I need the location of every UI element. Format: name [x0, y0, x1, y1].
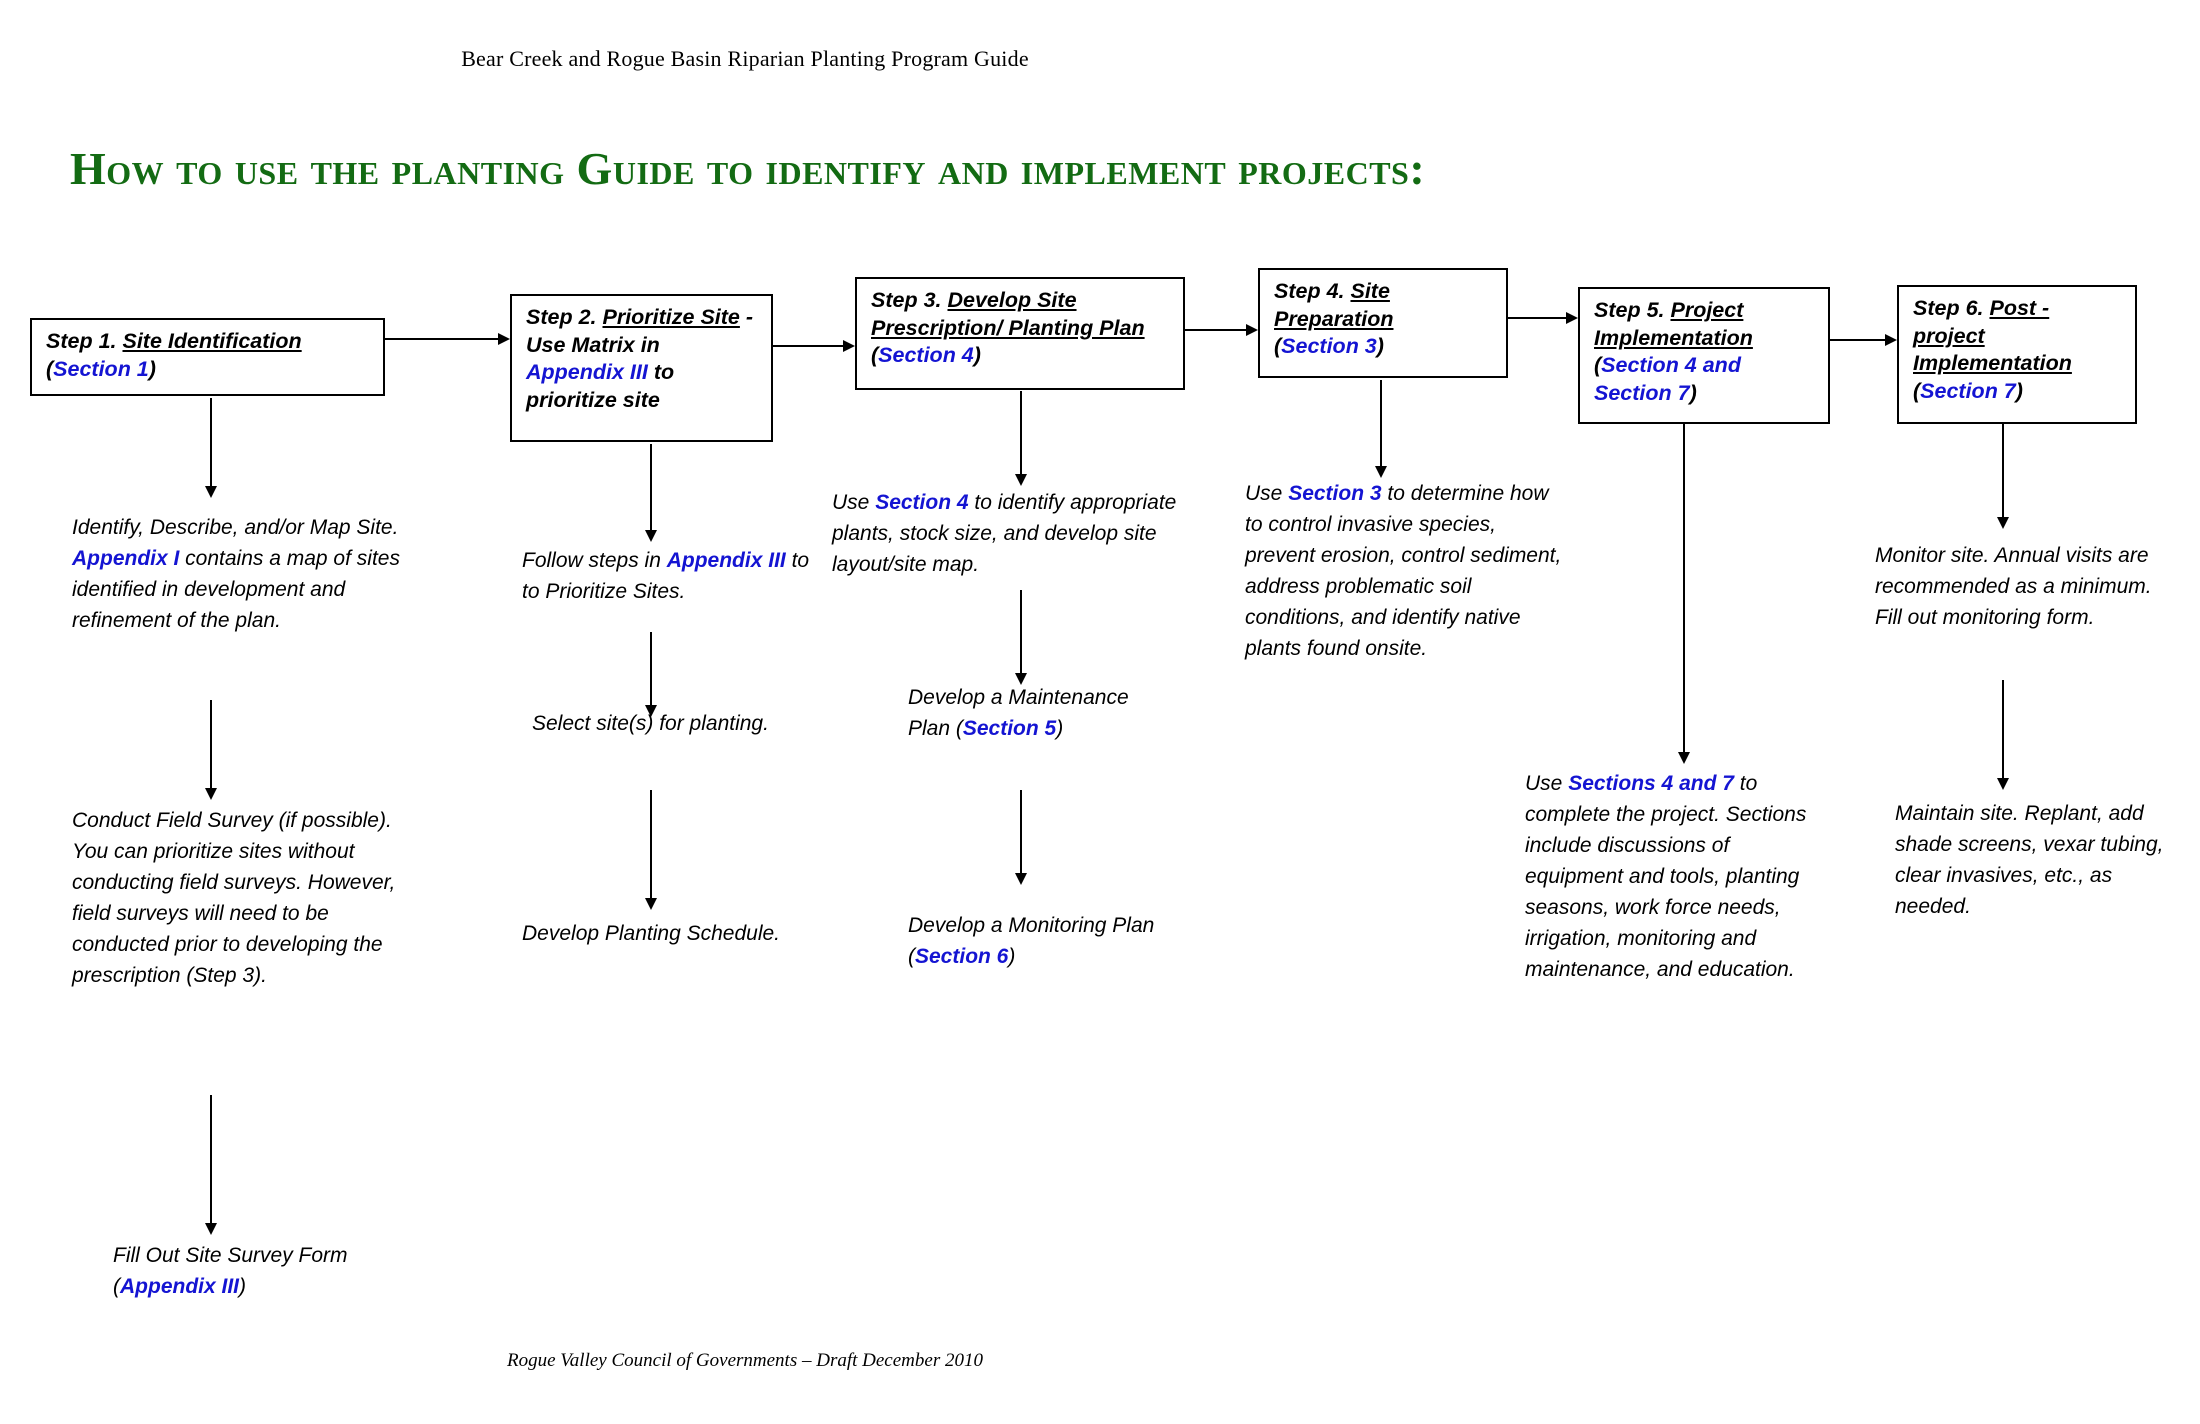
step-2-heading: Prioritize Site — [602, 305, 740, 329]
note-c4use-post: to determine how to control invasive spe… — [1245, 482, 1562, 661]
step-1-paren-close: ) — [148, 356, 156, 381]
step-5-paren-close: ) — [1689, 380, 1697, 405]
note-identify-post: contains a map of sites identified in de… — [72, 547, 400, 633]
step-2-tail-a: - Use Matrix in — [526, 305, 754, 357]
step-5-label: Step 5. — [1594, 298, 1665, 322]
step-4-heading: Site Preparation — [1274, 279, 1394, 331]
note-monit-ref[interactable]: Section 6 — [915, 945, 1009, 969]
step-4-paren-open: ( — [1274, 334, 1282, 359]
step-2-label: Step 2. — [526, 305, 597, 329]
note-conduct-field-survey: Conduct Field Survey (if possible). You … — [72, 809, 396, 988]
note-identify-pre: Identify, Describe, and/or Map Site. — [72, 516, 399, 539]
note-select-sites: Select site(s) for planting. — [532, 712, 769, 735]
note-c5use-post: to complete the project. Sections includ… — [1525, 772, 1807, 982]
note-c5use-pre: Use — [1525, 772, 1569, 795]
note-develop-maintenance-plan: Develop a Maintenance Plan (Section 5) — [908, 682, 1158, 744]
note-use-section4: Use Section 4 to identify appropriate pl… — [832, 487, 1232, 580]
step-4-paren-close: ) — [1376, 334, 1384, 359]
note-form-post: ) — [239, 1275, 247, 1299]
step-3-label: Step 3. — [871, 288, 942, 312]
note-c3use-ref[interactable]: Section 4 — [875, 491, 969, 514]
step-3-paren-open: ( — [871, 343, 879, 368]
step-box-1[interactable]: Step 1. Site Identification (Section 1) — [30, 318, 385, 396]
step-4-label: Step 4. — [1274, 279, 1345, 303]
note-c5use-ref[interactable]: Sections 4 and 7 — [1568, 772, 1734, 795]
step-3-paren-close: ) — [973, 343, 981, 368]
document-footer: Rogue Valley Council of Governments – Dr… — [507, 1350, 983, 1371]
step-3-heading: Develop Site Prescription/ Planting Plan — [871, 288, 1145, 340]
step-1-label: Step 1. — [46, 329, 117, 353]
note-use-sections-4-and-7: Use Sections 4 and 7 to complete the pro… — [1525, 768, 1825, 986]
step-5-section-ref[interactable]: Section 4 and Section 7 — [1594, 353, 1741, 405]
note-follow-steps: Follow steps in Appendix III to to Prior… — [522, 545, 812, 607]
note-c3use-pre: Use — [832, 491, 876, 514]
step-4-section-ref[interactable]: Section 3 — [1281, 334, 1377, 359]
step-6-section-ref[interactable]: Section 7 — [1920, 378, 2016, 403]
step-6-heading: Post - project Implementation — [1913, 296, 2072, 376]
note-identify-ref[interactable]: Appendix I — [72, 547, 180, 571]
note-follow-post: to to Prioritize Sites. — [522, 549, 810, 604]
note-follow-ref[interactable]: Appendix III — [666, 549, 786, 572]
note-form-pre: Fill Out Site Survey Form ( — [113, 1244, 348, 1299]
step-5-paren-open: ( — [1594, 353, 1602, 378]
note-maint-ref[interactable]: Section 5 — [962, 717, 1057, 741]
step-box-5[interactable]: Step 5. Project Implementation (Section … — [1578, 287, 1830, 424]
note-monit-post: ) — [1008, 945, 1016, 969]
note-monitor-site: Monitor site. Annual visits are recommen… — [1875, 544, 2152, 630]
note-identify-describe: Identify, Describe, and/or Map Site. App… — [72, 512, 402, 636]
note-maint-pre: Develop a Maintenance Plan ( — [908, 686, 1129, 741]
step-6-label: Step 6. — [1913, 296, 1984, 320]
step-6-paren-open: ( — [1913, 378, 1921, 403]
note-maint-post: ) — [1056, 717, 1064, 741]
note-fill-out-site-survey-form: Fill Out Site Survey Form (Appendix III) — [113, 1240, 413, 1302]
note-follow-pre: Follow steps in — [522, 549, 667, 572]
step-5-heading: Project Implementation — [1594, 298, 1753, 350]
note-form-ref[interactable]: Appendix III — [120, 1275, 240, 1299]
step-box-6[interactable]: Step 6. Post - project Implementation (S… — [1897, 285, 2137, 424]
step-6-paren-close: ) — [2015, 378, 2023, 403]
note-develop-planting-schedule: Develop Planting Schedule. — [522, 922, 781, 945]
step-1-paren-open: ( — [46, 356, 54, 381]
step-box-3[interactable]: Step 3. Develop Site Prescription/ Plant… — [855, 277, 1185, 390]
note-c3use-post: to identify appropriate plants, stock si… — [832, 491, 1177, 577]
step-1-heading: Site Identification — [122, 329, 302, 353]
step-1-section-ref[interactable]: Section 1 — [53, 356, 149, 381]
page-title: How to use the planting Guide to identif… — [70, 143, 1426, 194]
step-2-tail-b: to prioritize site — [526, 360, 675, 412]
step-box-4[interactable]: Step 4. Site Preparation (Section 3) — [1258, 268, 1508, 378]
note-c4use-pre: Use — [1245, 482, 1289, 505]
note-maintain-site: Maintain site. Replant, add shade screen… — [1895, 802, 2164, 919]
note-c4use-ref[interactable]: Section 3 — [1288, 482, 1382, 505]
note-monit-pre: Develop a Monitoring Plan ( — [908, 914, 1155, 969]
step-box-2[interactable]: Step 2. Prioritize Site - Use Matrix in … — [510, 294, 773, 442]
note-use-section3: Use Section 3 to determine how to contro… — [1245, 478, 1565, 664]
step-2-section-ref[interactable]: Appendix III — [526, 360, 648, 385]
document-header: Bear Creek and Rogue Basin Riparian Plan… — [461, 46, 1029, 71]
step-3-section-ref[interactable]: Section 4 — [878, 343, 974, 368]
note-develop-monitoring-plan: Develop a Monitoring Plan (Section 6) — [908, 910, 1158, 972]
